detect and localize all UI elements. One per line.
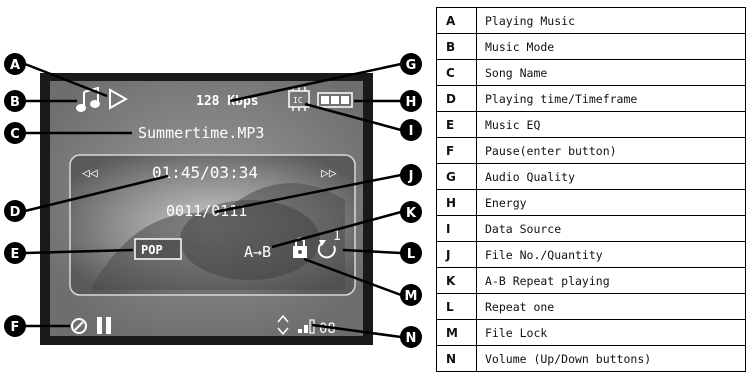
rewind-icon: ◁◁ [82, 166, 98, 181]
callout-K: K [400, 201, 422, 223]
callout-F: F [4, 315, 26, 337]
forward-icon: ▷▷ [321, 166, 337, 181]
svg-text:D: D [10, 205, 21, 220]
legend-description: File No./Quantity [477, 242, 746, 268]
callout-A: A [4, 53, 26, 75]
svg-text:E: E [11, 247, 20, 262]
svg-text:H: H [406, 95, 417, 110]
svg-text:B: B [10, 95, 20, 110]
source-label: IC [293, 96, 303, 105]
svg-text:F: F [11, 320, 20, 335]
ab-repeat-text: A→B [244, 243, 271, 261]
svg-text:A: A [10, 58, 20, 73]
legend-key: I [437, 216, 477, 242]
legend-key: G [437, 164, 477, 190]
legend-description: Playing time/Timeframe [477, 86, 746, 112]
legend-description: A-B Repeat playing [477, 268, 746, 294]
time-text: 01:45/03:34 [152, 163, 258, 182]
legend-key: J [437, 242, 477, 268]
svg-text:J: J [408, 169, 414, 184]
svg-text:L: L [407, 247, 415, 262]
legend-description: Data Source [477, 216, 746, 242]
callout-E: E [4, 242, 26, 264]
legend-description: Pause(enter button) [477, 138, 746, 164]
legend-key: B [437, 34, 477, 60]
callout-H: H [400, 90, 422, 112]
svg-text:N: N [406, 331, 417, 346]
legend-key: E [437, 112, 477, 138]
callout-L: L [400, 242, 422, 264]
legend-description: Song Name [477, 60, 746, 86]
legend-description: Volume (Up/Down buttons) [477, 346, 746, 372]
legend-key: F [437, 138, 477, 164]
callout-J: J [400, 164, 422, 186]
svg-text:G: G [406, 58, 417, 73]
callout-B: B [4, 90, 26, 112]
legend-key: M [437, 320, 477, 346]
legend-description: Music Mode [477, 34, 746, 60]
callout-D: D [4, 200, 26, 222]
legend-key: N [437, 346, 477, 372]
legend-key: A [437, 8, 477, 34]
svg-text:I: I [409, 124, 414, 139]
file-count-text: 0011/0111 [166, 202, 247, 220]
callout-G: G [400, 53, 422, 75]
legend-description: Energy [477, 190, 746, 216]
svg-text:K: K [406, 206, 417, 221]
callout-N: N [400, 326, 422, 348]
legend-key: K [437, 268, 477, 294]
legend-key: C [437, 60, 477, 86]
legend-key: H [437, 190, 477, 216]
callout-I: I [400, 119, 422, 141]
legend-description: Playing Music [477, 8, 746, 34]
callout-C: C [4, 122, 26, 144]
legend-description: File Lock [477, 320, 746, 346]
song-name-text: Summertime.MP3 [138, 124, 264, 142]
legend-key: L [437, 294, 477, 320]
legend-description: Repeat one [477, 294, 746, 320]
callout-M: M [400, 284, 422, 306]
svg-text:M: M [405, 289, 418, 304]
legend-key: D [437, 86, 477, 112]
legend-description: Audio Quality [477, 164, 746, 190]
svg-text:C: C [10, 127, 20, 142]
legend-description: Music EQ [477, 112, 746, 138]
eq-badge-text: POP [141, 243, 163, 257]
